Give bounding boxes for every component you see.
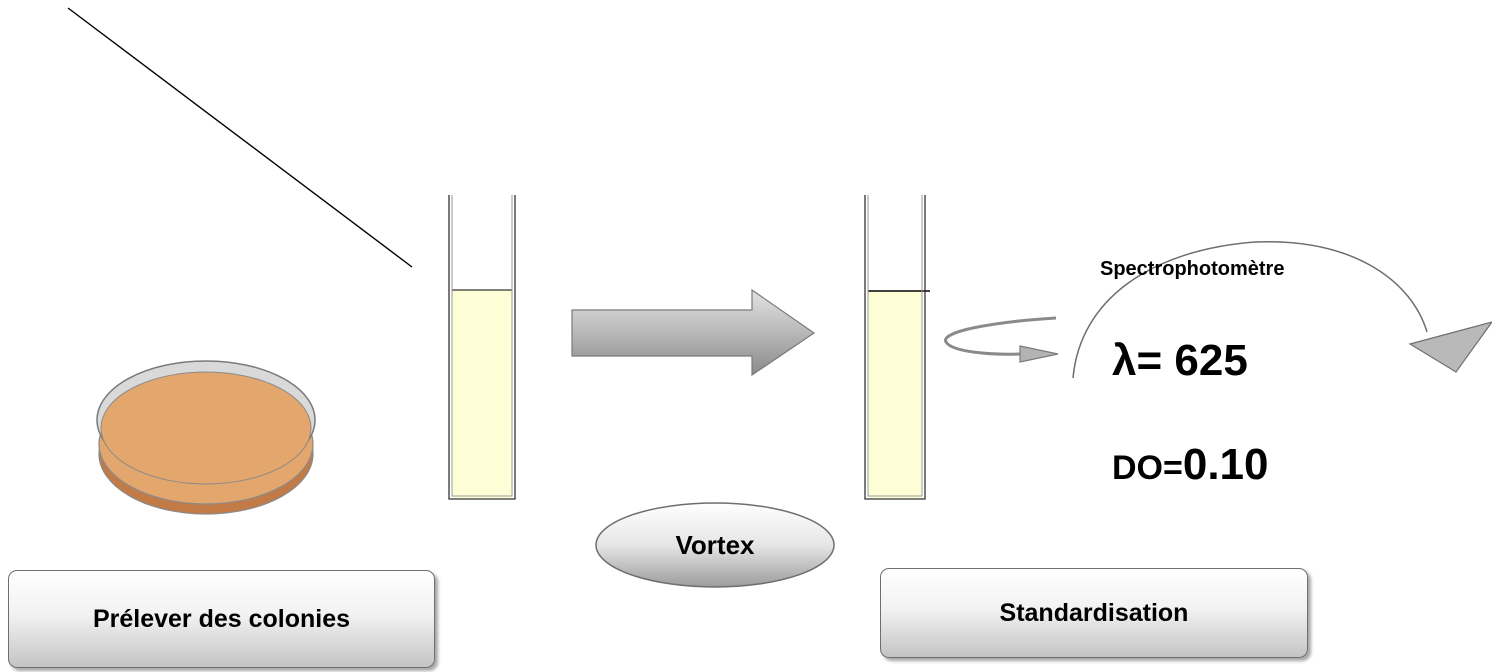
curved-arrow-head xyxy=(1019,345,1059,363)
step-standardisation-label: Standardisation xyxy=(999,598,1189,627)
vortex-oval xyxy=(595,502,835,588)
wavelength-value: λ= 625 xyxy=(1112,336,1248,385)
petri-dish-inner xyxy=(100,371,312,485)
curved-arrow-to-spectro xyxy=(944,316,1057,356)
vortex-label: Vortex xyxy=(675,529,755,560)
arc-arrowhead xyxy=(1408,321,1492,373)
loop-line xyxy=(67,7,413,268)
test-tube-2 xyxy=(864,195,930,500)
petri-dish xyxy=(96,360,316,515)
spectrophotometer-label: Spectrophotomètre xyxy=(1100,258,1285,280)
step-collect-colonies-box: Prélever des colonies xyxy=(8,570,435,668)
optical-density-prefix: DO= xyxy=(1112,449,1183,487)
spectro-arc xyxy=(1072,241,1428,379)
step-collect-colonies-label: Prélever des colonies xyxy=(92,604,351,633)
test-tube-1 xyxy=(448,195,516,500)
optical-density-line: DO=0.10 xyxy=(1112,440,1269,490)
process-arrow xyxy=(571,288,816,377)
step-standardisation-box: Standardisation xyxy=(880,568,1308,658)
optical-density-value: 0.10 xyxy=(1182,440,1269,489)
